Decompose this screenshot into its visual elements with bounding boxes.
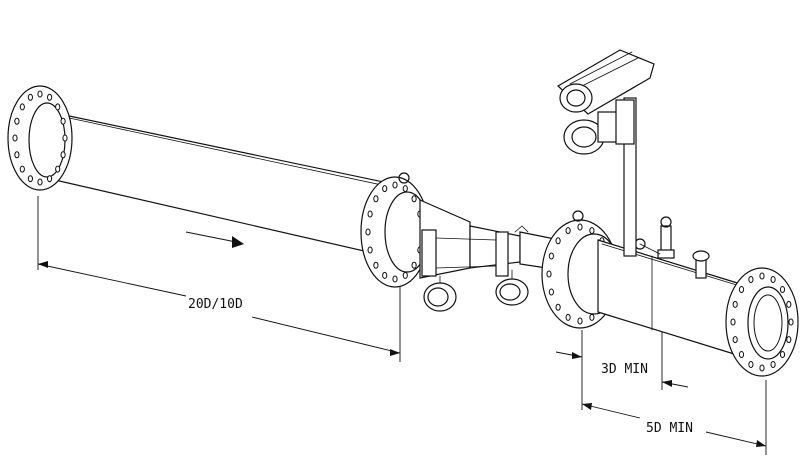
bolt-hole-icon <box>748 361 754 368</box>
bolt-hole-icon <box>548 288 555 296</box>
bolt-hole-icon <box>770 361 776 368</box>
bolt-hole-icon <box>738 286 745 293</box>
inlet-flange <box>7 85 73 191</box>
bolt-hole-icon <box>577 317 583 325</box>
bolt-hole-icon <box>589 313 595 321</box>
bolt-hole-icon <box>786 336 792 344</box>
bolt-hole-icon <box>565 227 571 235</box>
bolt-hole-icon <box>12 134 18 142</box>
outlet-flange <box>725 267 799 377</box>
bolt-hole-icon <box>402 185 408 193</box>
bolt-hole-icon <box>411 261 417 269</box>
bolt-hole-icon <box>555 237 561 245</box>
flow-direction-arrow <box>185 231 244 248</box>
temperature-probe <box>634 216 675 259</box>
bolt-hole-icon <box>759 364 765 372</box>
dimension-5d: 5D MIN <box>581 380 767 455</box>
bolt-hole-icon <box>738 351 745 358</box>
bolt-hole-icon <box>392 275 398 283</box>
bolt-hole-icon <box>759 272 765 280</box>
bolt-hole-icon <box>786 300 792 308</box>
bolt-hole-icon <box>730 318 736 326</box>
bolt-hole-icon <box>19 165 25 173</box>
bolt-hole-icon <box>748 276 754 283</box>
bolt-hole-icon <box>402 271 408 279</box>
bolt-hole-icon <box>19 103 25 111</box>
fitting-assembly <box>419 199 561 312</box>
bolt-hole-icon <box>577 223 583 231</box>
pressure-probe <box>692 250 710 279</box>
bolt-hole-icon <box>548 252 555 260</box>
dimension-label-3d: 3D MIN <box>601 362 648 377</box>
transmitter-mount <box>556 49 655 257</box>
bolt-hole-icon <box>382 185 388 193</box>
bolt-hole-icon <box>779 286 786 293</box>
bolt-hole-icon <box>373 261 379 269</box>
bolt-hole-icon <box>732 336 738 344</box>
bolt-hole-icon <box>411 195 417 203</box>
bolt-hole-icon <box>779 351 786 358</box>
lifting-eye-icon <box>572 210 584 222</box>
dimension-label-upstream: 20D/10D <box>188 297 243 312</box>
bolt-hole-icon <box>55 103 61 111</box>
bolt-hole-icon <box>565 313 571 321</box>
bolt-hole-icon <box>14 117 20 125</box>
bolt-hole-icon <box>62 134 68 142</box>
bolt-hole-icon <box>365 228 371 236</box>
dimension-20d: 20D/10D <box>37 196 401 362</box>
bolt-hole-icon <box>37 90 43 98</box>
bolt-hole-icon <box>367 246 373 254</box>
bolt-hole-icon <box>14 151 20 159</box>
bolt-hole-icon <box>732 300 738 308</box>
bolt-hole-icon <box>546 270 552 278</box>
bolt-hole-icon <box>60 151 66 159</box>
lifting-eye-icon <box>398 172 410 184</box>
bolt-hole-icon <box>27 93 33 101</box>
bolt-hole-icon <box>589 227 595 235</box>
bolt-hole-icon <box>60 117 66 125</box>
bolt-hole-icon <box>47 93 53 101</box>
bolt-hole-icon <box>555 303 561 311</box>
bolt-hole-icon <box>788 318 794 326</box>
dimension-3d: 3D MIN <box>555 330 689 410</box>
bolt-hole-icon <box>37 178 43 186</box>
bolt-hole-icon <box>47 175 53 183</box>
bolt-hole-icon <box>770 276 776 283</box>
bolt-hole-icon <box>55 165 61 173</box>
dimension-label-5d: 5D MIN <box>646 421 693 436</box>
bolt-hole-icon <box>382 271 388 279</box>
bolt-hole-icon <box>373 195 379 203</box>
bolt-hole-icon <box>367 210 373 218</box>
bolt-hole-icon <box>392 181 398 189</box>
bolt-hole-icon <box>27 175 33 183</box>
